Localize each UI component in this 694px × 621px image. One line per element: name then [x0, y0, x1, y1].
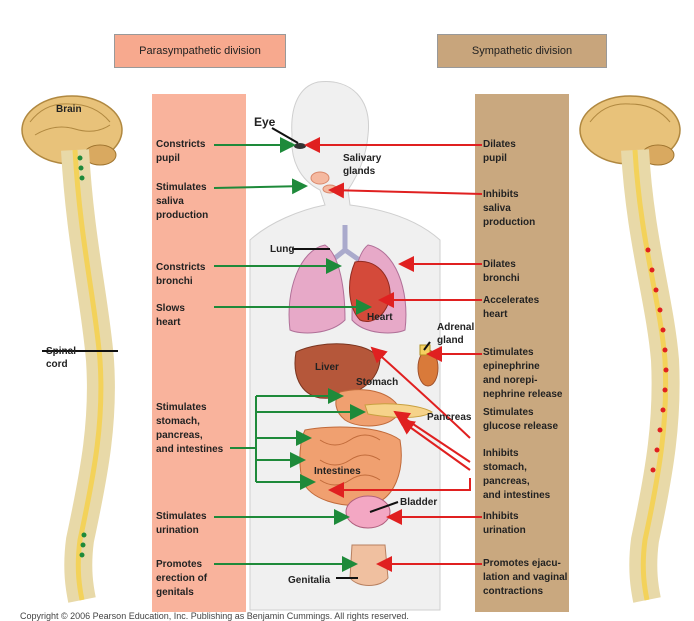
spinal-cord-label: Spinal cord: [46, 346, 77, 370]
intestines-label: Intestines: [314, 466, 361, 477]
sym-effect-genitals: Promotes ejacu- lation and vaginal contr…: [483, 558, 568, 597]
para-effect-eye: Constricts pupil: [156, 139, 206, 164]
leader-lines: [42, 127, 431, 579]
sym-effect-saliva: Inhibits saliva production: [483, 189, 536, 228]
sympathetic-header: Sympathetic division: [437, 34, 607, 68]
parasympathetic-header: Parasympathetic division: [114, 34, 286, 68]
sym-effect-urination: Inhibits urination: [483, 511, 526, 536]
sympathetic-panel: [475, 94, 569, 612]
sym-effect-bronchi: Dilates bronchi: [483, 259, 520, 284]
sympathetic-arrows: [304, 137, 483, 572]
parasympathetic-panel: [152, 94, 246, 612]
adrenal-gland-label: Adrenal gland: [437, 322, 475, 346]
genitalia-label: Genitalia: [288, 575, 331, 586]
sym-effect-heart: Accelerates heart: [483, 295, 540, 320]
lung-label: Lung: [270, 244, 295, 255]
para-effect-bronchi: Constricts bronchi: [156, 262, 206, 287]
copyright-notice: Copyright © 2006 Pearson Education, Inc.…: [20, 611, 409, 621]
stomach-label: Stomach: [356, 377, 399, 388]
para-effect-digestion: Stimulates stomach, pancreas, and intest…: [156, 402, 224, 455]
organs: [288, 143, 439, 586]
right-brain-spine: [579, 95, 681, 603]
pancreas-label: Pancreas: [427, 412, 472, 423]
sym-effect-glucose: Stimulates glucose release: [483, 407, 559, 432]
brain-label: Brain: [56, 104, 82, 115]
bladder-label: Bladder: [400, 497, 438, 508]
heart-label: Heart: [367, 312, 393, 323]
eye-label: Eye: [254, 115, 276, 129]
para-effect-saliva: Stimulates saliva production: [156, 182, 209, 221]
sym-effect-digestion: Inhibits stomach, pancreas, and intestin…: [483, 448, 551, 501]
para-effect-heart: Slows heart: [156, 303, 185, 328]
salivary-glands-label: Salivary glands: [343, 153, 382, 177]
para-effect-urination: Stimulates urination: [156, 511, 207, 536]
parasympathetic-arrows: [213, 137, 372, 572]
para-effect-genitals: Promotes erection of genitals: [156, 559, 208, 598]
left-brain-spine: [21, 95, 123, 603]
sym-effect-adrenal: Stimulates epinephrine and norepi- nephr…: [483, 347, 563, 400]
sym-effect-eye: Dilates pupil: [483, 139, 516, 164]
liver-label: Liver: [315, 362, 339, 373]
